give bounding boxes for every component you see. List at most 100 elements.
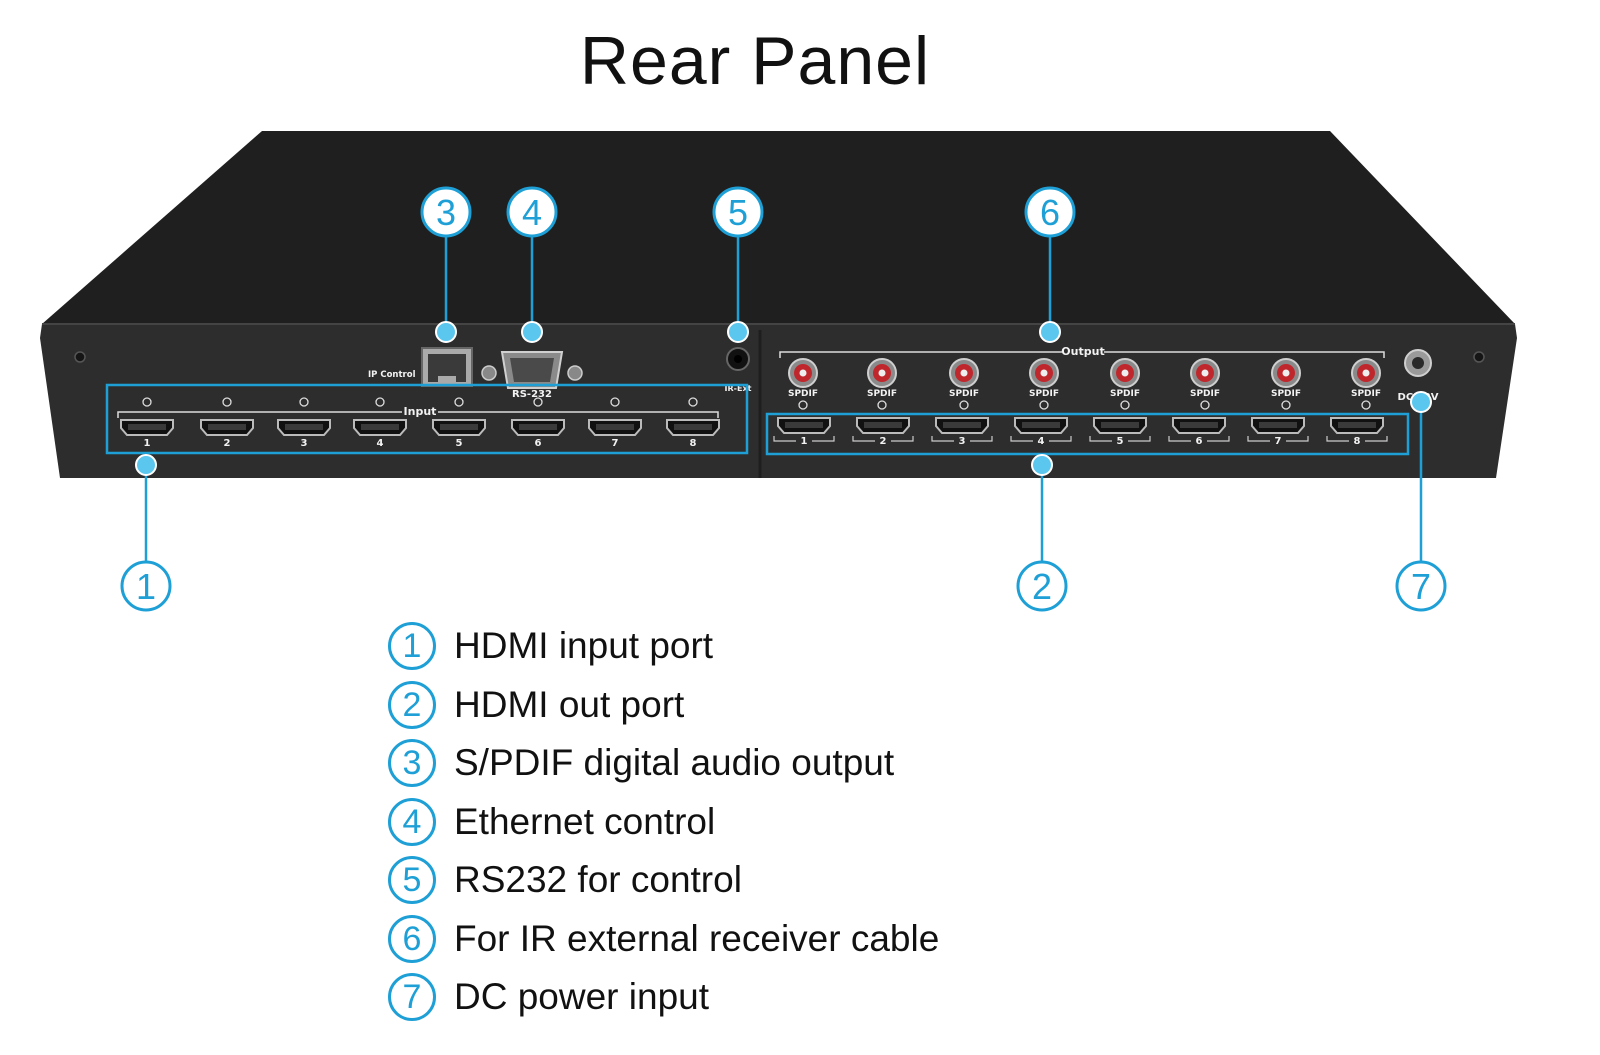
spdif-label: SPDIF [949, 389, 979, 399]
input-port-number: 5 [456, 438, 463, 449]
callout-number: 4 [522, 192, 542, 233]
legend-item: 4 Ethernet control [388, 793, 939, 852]
output-port-number: 3 [959, 436, 966, 447]
spdif-rca-jack[interactable]: SPDIF [788, 358, 818, 410]
output-label: Output [1061, 345, 1104, 358]
spdif-rca-jack[interactable]: SPDIF [1029, 358, 1059, 410]
output-bracket [779, 351, 1385, 358]
spdif-label: SPDIF [1190, 389, 1220, 399]
spdif-rca-jack[interactable]: SPDIF [949, 358, 979, 410]
callout-2: 2 [1016, 560, 1068, 612]
spdif-rca-jack[interactable]: SPDIF [867, 358, 897, 410]
spdif-outputs: SPDIF SPDIF SPDIF SPDIF SPDIF SPDIF SPDIF SPDIF [788, 358, 1381, 410]
output-port-number: 2 [880, 436, 887, 447]
callout-6: 6 [1024, 186, 1076, 238]
ip-control-label: IP Control [368, 370, 416, 380]
legend-text: S/PDIF digital audio output [454, 742, 895, 784]
output-port-number: 4 [1038, 436, 1045, 447]
screw-right [1473, 351, 1485, 363]
spdif-rca-jack[interactable]: SPDIF [1351, 358, 1381, 410]
output-led [1281, 400, 1291, 410]
legend-number: 7 [388, 973, 436, 1022]
hdmi-output-port[interactable]: 4 [1010, 417, 1072, 447]
input-port-number: 7 [612, 438, 619, 449]
spdif-rca-jack[interactable]: SPDIF [1110, 358, 1140, 410]
output-led [1120, 400, 1130, 410]
hdmi-output-port[interactable]: 3 [931, 417, 993, 447]
callout-number: 2 [1032, 566, 1052, 607]
spdif-label: SPDIF [1110, 389, 1140, 399]
input-highlight-box [105, 383, 749, 455]
page-title: Rear Panel [579, 23, 931, 99]
hdmi-input-port[interactable]: 7 [588, 397, 642, 449]
chassis-rear-face [40, 324, 1517, 478]
legend-item: 3 S/PDIF digital audio output [388, 734, 939, 793]
input-port-number: 4 [377, 438, 384, 449]
hdmi-input-port[interactable]: 8 [666, 397, 720, 449]
legend-item: 7 DC power input [388, 968, 939, 1027]
dc-power-jack[interactable] [1404, 349, 1432, 377]
callout-7: 7 [1395, 560, 1447, 612]
output-port-number: 8 [1354, 436, 1361, 447]
callout-dot-1 [135, 454, 157, 476]
callout-number: 5 [728, 192, 748, 233]
output-led [1039, 400, 1049, 410]
callout-4: 4 [506, 186, 558, 238]
callout-dot-7 [1410, 391, 1432, 413]
spdif-label: SPDIF [1271, 389, 1301, 399]
hdmi-output-port[interactable]: 1 [773, 417, 835, 447]
legend-text: Ethernet control [454, 800, 716, 842]
spdif-rca-jack[interactable]: SPDIF [1190, 358, 1220, 410]
ir-ext-jack[interactable] [726, 347, 750, 371]
callout-dot-6 [1039, 321, 1061, 343]
spdif-label: SPDIF [867, 389, 897, 399]
legend-number: 4 [388, 797, 436, 846]
ir-ext-label: IR-Ext [725, 384, 752, 393]
hdmi-input-port[interactable]: 6 [511, 397, 565, 449]
input-led [688, 397, 698, 407]
legend-number: 5 [388, 856, 436, 905]
output-led [877, 400, 887, 410]
hdmi-output-port[interactable]: 7 [1247, 417, 1309, 447]
legend-text: For IR external receiver cable [454, 917, 940, 959]
callout-5: 5 [712, 186, 764, 238]
legend-text: HDMI input port [454, 625, 714, 667]
spdif-rca-jack[interactable]: SPDIF [1271, 358, 1301, 410]
hdmi-input-port[interactable]: 2 [200, 397, 254, 449]
output-led [1200, 400, 1210, 410]
callout-number: 7 [1411, 566, 1431, 607]
legend-item: 6 For IR external receiver cable [388, 910, 939, 969]
legend-text: HDMI out port [454, 683, 685, 725]
callout-dot-3 [435, 321, 457, 343]
legend-text: DC power input [454, 976, 710, 1018]
rs232-label: RS-232 [512, 389, 552, 400]
input-led [454, 397, 464, 407]
input-port-number: 2 [224, 438, 231, 449]
hdmi-output-port[interactable]: 8 [1326, 417, 1388, 447]
hdmi-output-port[interactable]: 6 [1168, 417, 1230, 447]
hdmi-output-port[interactable]: 5 [1089, 417, 1151, 447]
ethernet-port[interactable] [421, 347, 473, 387]
input-led [375, 397, 385, 407]
hdmi-input-port[interactable]: 4 [353, 397, 407, 449]
hdmi-input-port[interactable]: 1 [120, 397, 174, 449]
callout-dot-4 [521, 321, 543, 343]
input-led [299, 397, 309, 407]
legend-number: 6 [388, 914, 436, 963]
output-port-number: 1 [801, 436, 808, 447]
legend-number: 2 [388, 680, 436, 729]
input-led [533, 397, 543, 407]
hdmi-output-port[interactable]: 2 [852, 417, 914, 447]
screw-left [74, 351, 86, 363]
hdmi-input-port[interactable]: 5 [432, 397, 486, 449]
input-label: Input [404, 405, 437, 418]
input-port-number: 6 [535, 438, 542, 449]
hdmi-input-port[interactable]: 3 [277, 397, 331, 449]
legend-number: 3 [388, 739, 436, 788]
rs232-port[interactable] [481, 351, 583, 389]
input-led [610, 397, 620, 407]
legend-item: 2 HDMI out port [388, 676, 939, 735]
